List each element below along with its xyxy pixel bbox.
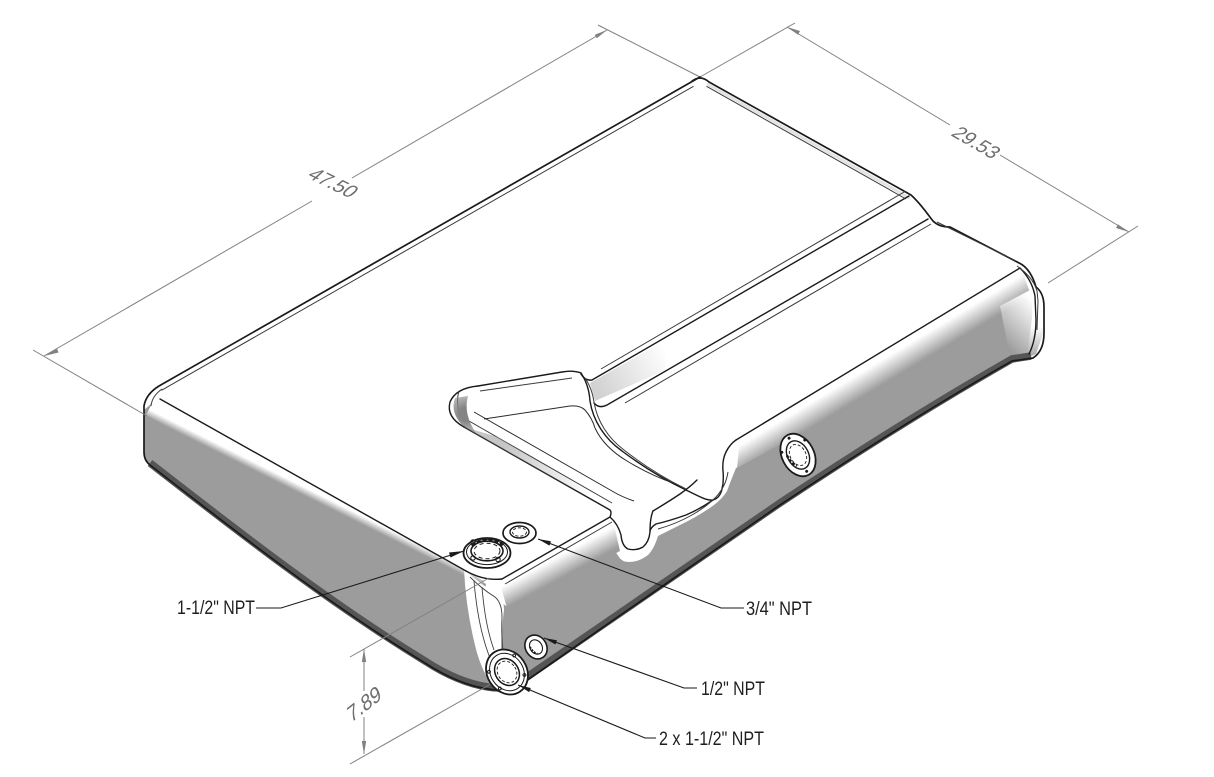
svg-text:3/4" NPT: 3/4" NPT — [746, 598, 812, 620]
svg-text:2 x 1-1/2" NPT: 2 x 1-1/2" NPT — [659, 728, 764, 750]
svg-text:1/2" NPT: 1/2" NPT — [701, 678, 765, 700]
svg-text:1-1/2" NPT: 1-1/2" NPT — [177, 597, 255, 619]
